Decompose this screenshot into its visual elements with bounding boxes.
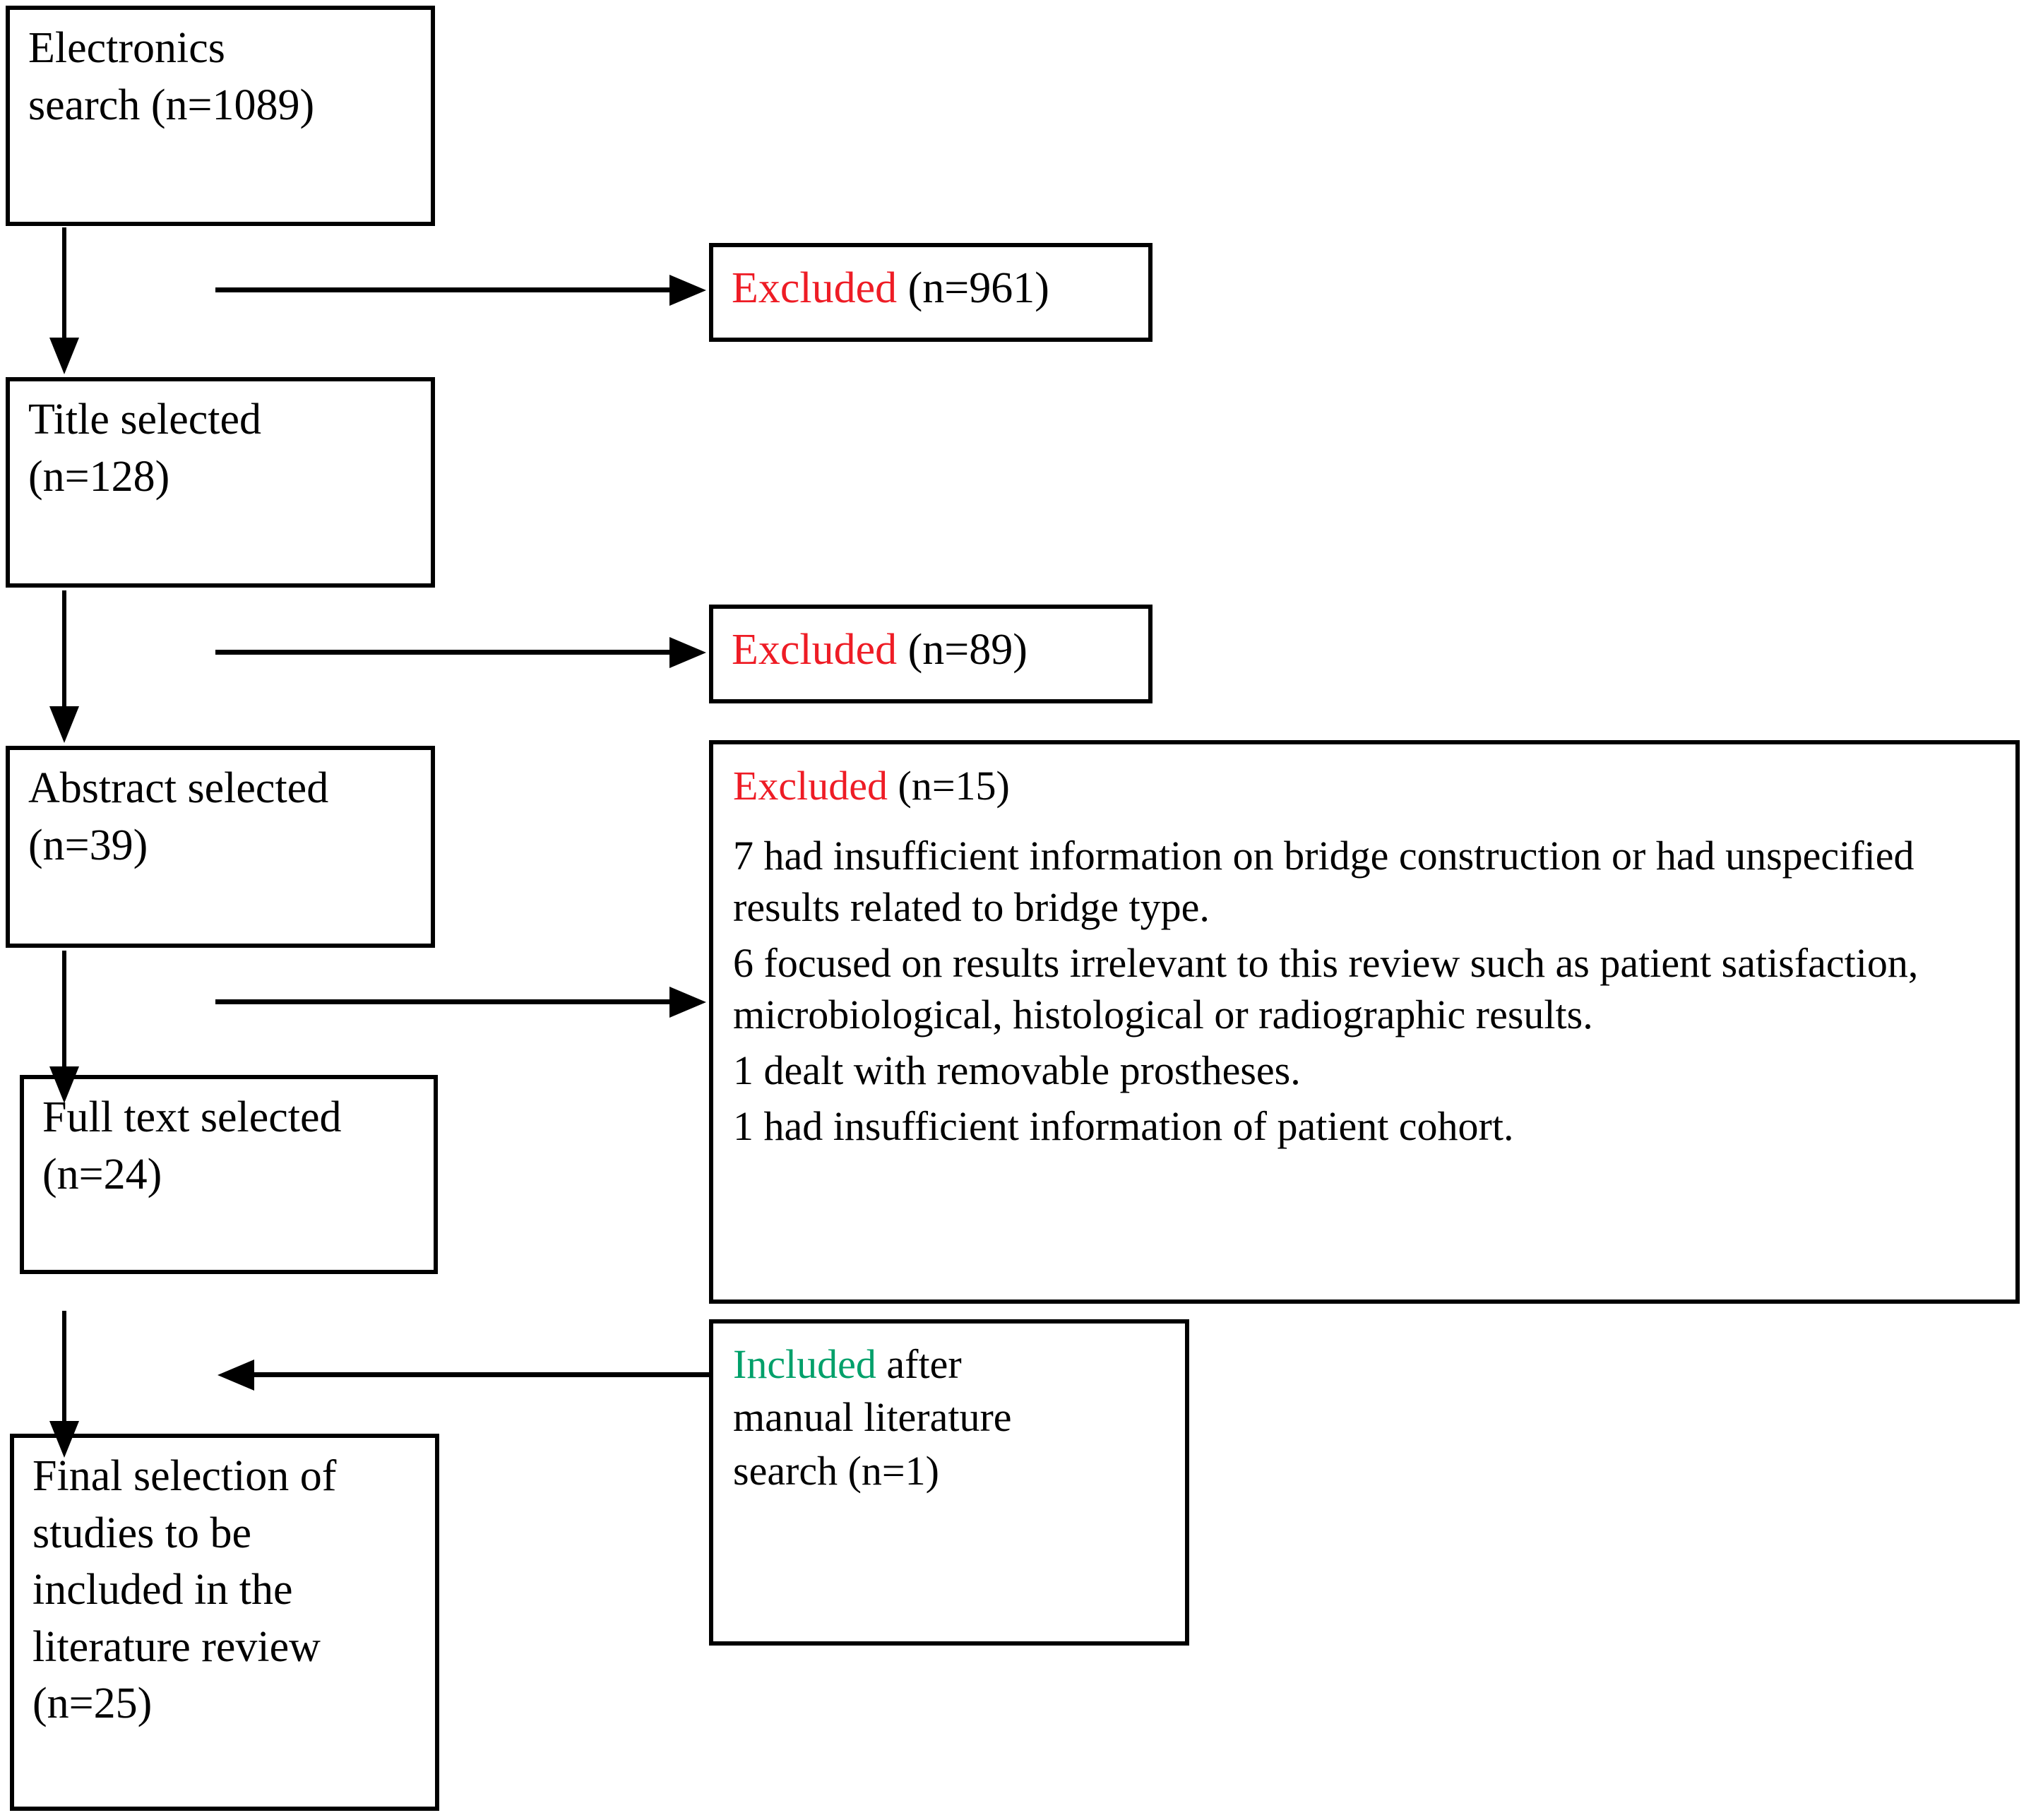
edge-title-to-abstract-arrow	[49, 706, 79, 743]
node-excluded-2-count: (n=89)	[897, 626, 1028, 674]
edge-title-to-excluded2-line	[215, 650, 671, 655]
edge-electronics-to-excluded1-line	[215, 287, 671, 292]
edge-fulltext-to-final-arrow	[49, 1421, 79, 1458]
node-title-selected-label: Title selected (n=128)	[28, 395, 262, 501]
node-excluded-3-reason-2: 6 focused on results irrelevant to this …	[733, 940, 1919, 1038]
edge-included-to-final-line	[254, 1372, 710, 1377]
node-excluded-2-keyword: Excluded	[732, 626, 898, 674]
edge-abstract-to-fulltext-arrow	[49, 1066, 79, 1103]
edge-title-to-excluded2-arrow	[669, 637, 706, 668]
node-included-manual-suffix: after	[876, 1341, 962, 1387]
node-included-manual-keyword: Included	[733, 1341, 876, 1387]
node-excluded-2[interactable]: Excluded (n=89)	[709, 605, 1153, 703]
node-electronics-search[interactable]: Electronics search (n=1089)	[6, 6, 435, 226]
node-excluded-1[interactable]: Excluded (n=961)	[709, 243, 1153, 342]
edge-abstract-to-fulltext-line	[62, 951, 66, 1072]
node-title-selected[interactable]: Title selected (n=128)	[6, 377, 435, 588]
node-abstract-selected-label: Abstract selected (n=39)	[28, 764, 329, 869]
edge-abstract-to-excluded3-arrow	[669, 987, 706, 1018]
node-included-manual[interactable]: Included after manual literature search …	[709, 1319, 1189, 1646]
edge-fulltext-to-final-line	[62, 1311, 66, 1425]
node-full-text-selected[interactable]: Full text selected (n=24)	[20, 1075, 438, 1274]
node-excluded-3-header: Excluded (n=15)	[733, 760, 1996, 811]
edge-electronics-to-excluded1-arrow	[669, 275, 706, 306]
node-final-selection[interactable]: Final selection of studies to be include…	[10, 1434, 439, 1811]
edge-included-to-final-arrow	[218, 1360, 254, 1391]
node-excluded-3-reason-4: 1 had insufficient information of patien…	[733, 1103, 1514, 1150]
node-excluded-3-reason-1: 7 had insufficient information on bridge…	[733, 833, 1914, 931]
node-included-manual-rest: manual literature search (n=1)	[733, 1394, 1012, 1494]
node-excluded-3[interactable]: Excluded (n=15) 7 had insufficient infor…	[709, 740, 2020, 1304]
node-excluded-3-count: (n=15)	[888, 763, 1010, 809]
node-excluded-1-keyword: Excluded	[732, 264, 898, 312]
node-final-selection-label: Final selection of studies to be include…	[32, 1452, 337, 1728]
node-excluded-3-reason-3: 1 dealt with removable prostheses.	[733, 1047, 1301, 1094]
node-electronics-search-label: Electronics search (n=1089)	[28, 24, 315, 129]
node-excluded-1-count: (n=961)	[897, 264, 1049, 312]
node-excluded-3-keyword: Excluded	[733, 763, 888, 809]
edge-electronics-to-title-arrow	[49, 338, 79, 374]
edge-title-to-abstract-line	[62, 590, 66, 709]
edge-electronics-to-title-line	[62, 227, 66, 340]
node-full-text-selected-label: Full text selected (n=24)	[42, 1093, 342, 1199]
node-abstract-selected[interactable]: Abstract selected (n=39)	[6, 746, 435, 948]
edge-abstract-to-excluded3-line	[215, 999, 671, 1004]
